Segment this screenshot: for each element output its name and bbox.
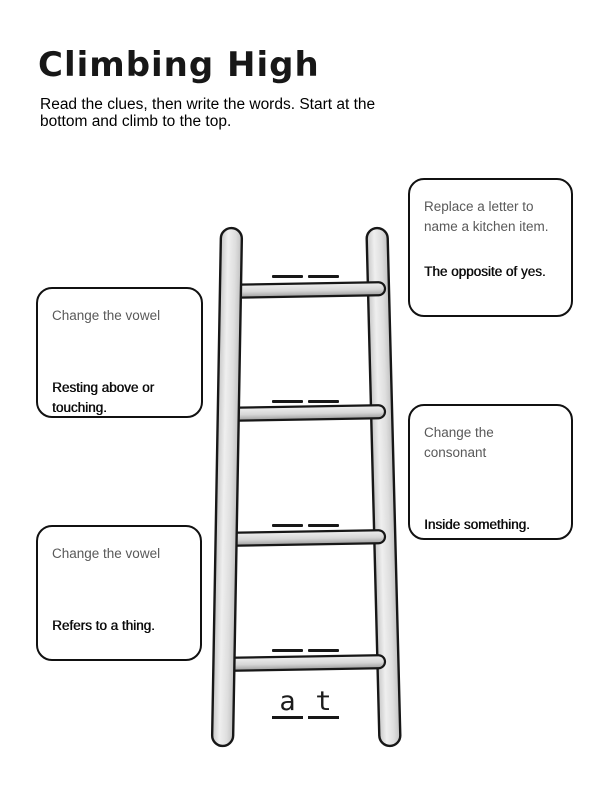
word-blank-row-4 — [272, 275, 339, 278]
clue-hint: Change the vowel — [52, 546, 161, 561]
ladder-rung-2 — [223, 404, 387, 422]
start-letter-2: t — [308, 687, 339, 719]
word-blank-row-1 — [272, 649, 339, 652]
clue-box-left-lower: Change the vowel Refers to a thing. — [36, 525, 202, 661]
start-letter-1: a — [272, 687, 303, 719]
word-blank-row-3 — [272, 400, 339, 403]
letter-blank — [308, 649, 339, 652]
ladder-rung-4 — [223, 654, 387, 672]
ladder-left-rail — [210, 226, 244, 748]
letter-blank — [272, 400, 303, 403]
letter-blank — [272, 275, 303, 278]
clue-definition: Refers to a thing. — [52, 618, 155, 633]
clue-box-top-right: Replace a letter to name a kitchen item.… — [408, 178, 573, 317]
ladder-rung-1 — [223, 281, 387, 299]
clue-box-right-middle: Change the consonant Inside something. — [408, 404, 573, 540]
start-word-row: a t — [272, 687, 339, 719]
clue-box-left-upper: Change the vowel Resting above or touchi… — [36, 287, 203, 418]
clue-hint: Change the vowel — [52, 308, 161, 323]
letter-blank — [308, 400, 339, 403]
instructions-text: Read the clues, then write the words. St… — [40, 96, 376, 130]
word-blank-row-2 — [272, 524, 339, 527]
ladder-rung-3 — [223, 529, 387, 547]
letter-blank — [272, 649, 303, 652]
page-title: Climbing High — [38, 45, 320, 85]
letter-blank — [308, 275, 339, 278]
clue-definition: The opposite of yes. — [424, 264, 546, 279]
clue-definition: Inside something. — [424, 517, 530, 532]
clue-definition: Resting above or touching. — [52, 380, 155, 415]
clue-hint: Change the consonant — [424, 425, 494, 460]
letter-blank — [272, 524, 303, 527]
letter-blank — [308, 524, 339, 527]
ladder-illustration — [210, 226, 402, 748]
ladder-right-rail — [365, 226, 402, 748]
clue-hint: Replace a letter to name a kitchen item. — [424, 199, 549, 234]
